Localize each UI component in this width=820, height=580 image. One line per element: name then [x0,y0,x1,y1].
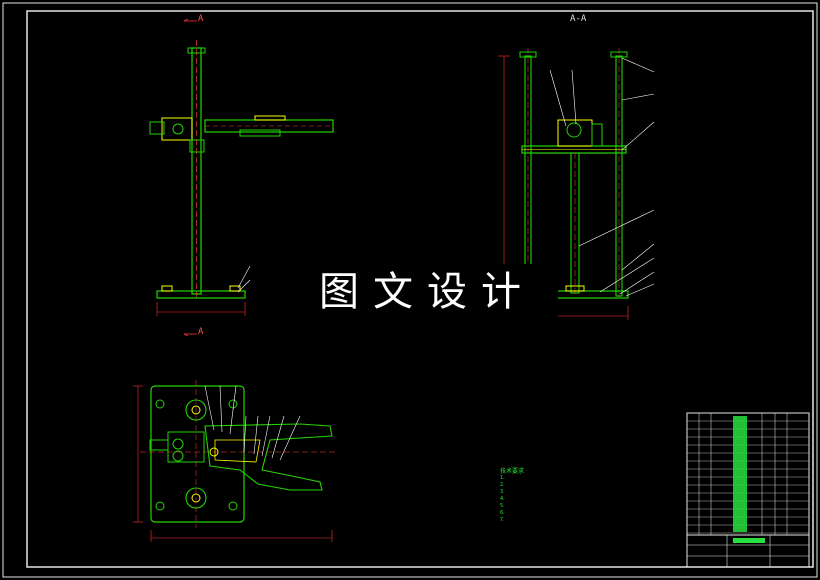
section-arrow-bottom [183,333,197,337]
requirement-line: 2. [500,482,505,488]
section-a-a-title: A-A [570,14,587,24]
section-arrow-bottom-label: A [198,327,204,337]
requirement-line: 4. [500,496,505,502]
title-block [686,412,810,568]
requirement-line: 6. [500,510,505,516]
technical-requirements-title: 技术要求 [500,468,525,475]
watermark-text: 图文设计 [296,264,558,320]
inner-border [26,10,814,568]
requirement-line: 7. [500,517,505,523]
plan-view [133,380,336,542]
requirement-line: 3. [500,489,505,495]
section-arrow-top-label: A [198,14,204,24]
technical-requirements: 技术要求 1. 2. 3. 4. 5. 6. 7. [500,468,524,524]
requirement-line: 5. [500,503,505,509]
section-arrow-top [183,18,197,22]
front-view [149,40,334,316]
parts-list-rows [687,420,809,534]
requirement-line: 1. [500,475,505,481]
